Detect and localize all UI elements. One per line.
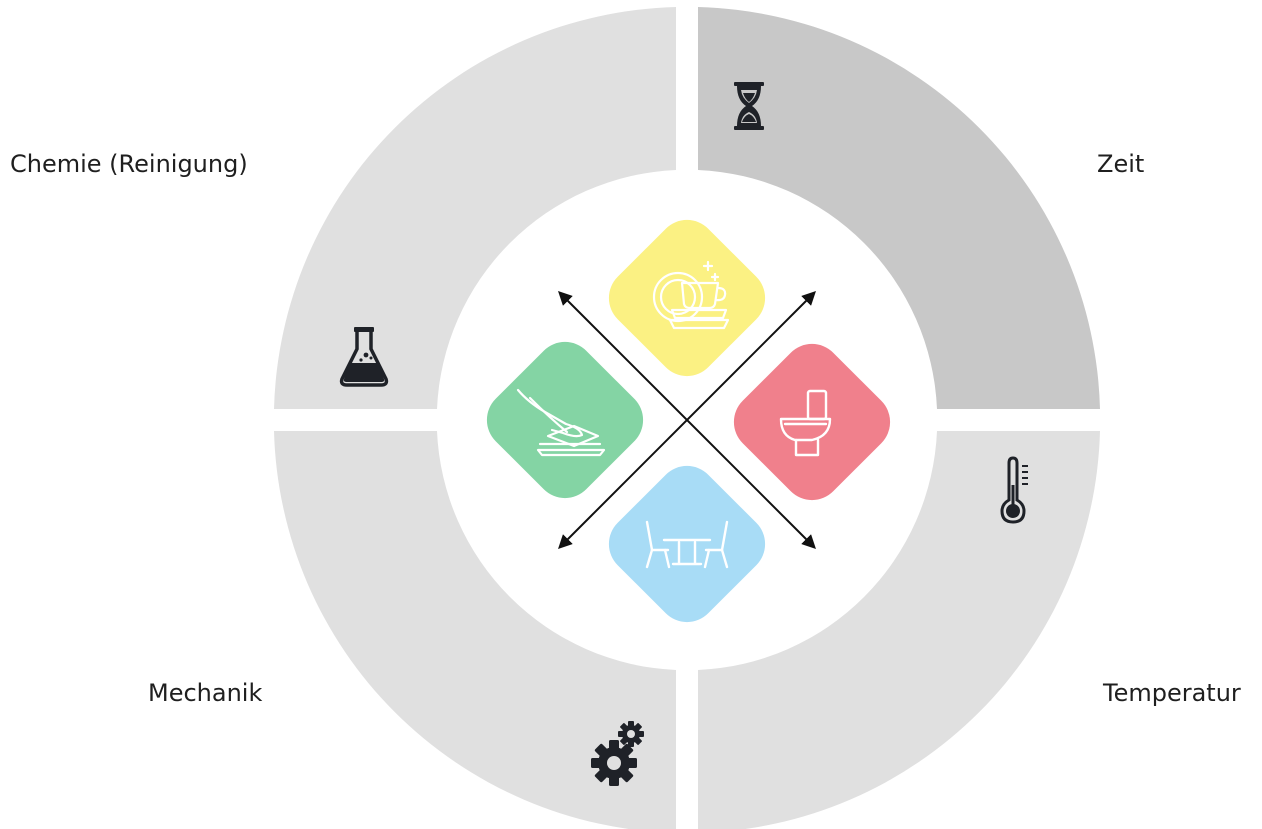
- gears-icon: [591, 721, 644, 786]
- quadrant-temperature: [698, 431, 1100, 829]
- area-furniture: [608, 465, 766, 623]
- label-time: Zeit: [1097, 150, 1145, 178]
- arrow-diagonal-2: [558, 291, 816, 549]
- area-dishes: [608, 219, 766, 377]
- quadrant-mechanics: [274, 431, 676, 829]
- thermometer-icon: [1000, 456, 1028, 524]
- label-chemistry: Chemie (Reinigung): [10, 150, 248, 178]
- label-mechanics: Mechanik: [148, 679, 263, 707]
- area-surfaces: [486, 341, 644, 499]
- flask-icon: [339, 327, 389, 387]
- label-temperature: Temperatur: [1103, 679, 1241, 707]
- quadrant-time: [698, 7, 1100, 409]
- quadrant-chemistry: [274, 7, 676, 409]
- hourglass-icon: [734, 82, 764, 130]
